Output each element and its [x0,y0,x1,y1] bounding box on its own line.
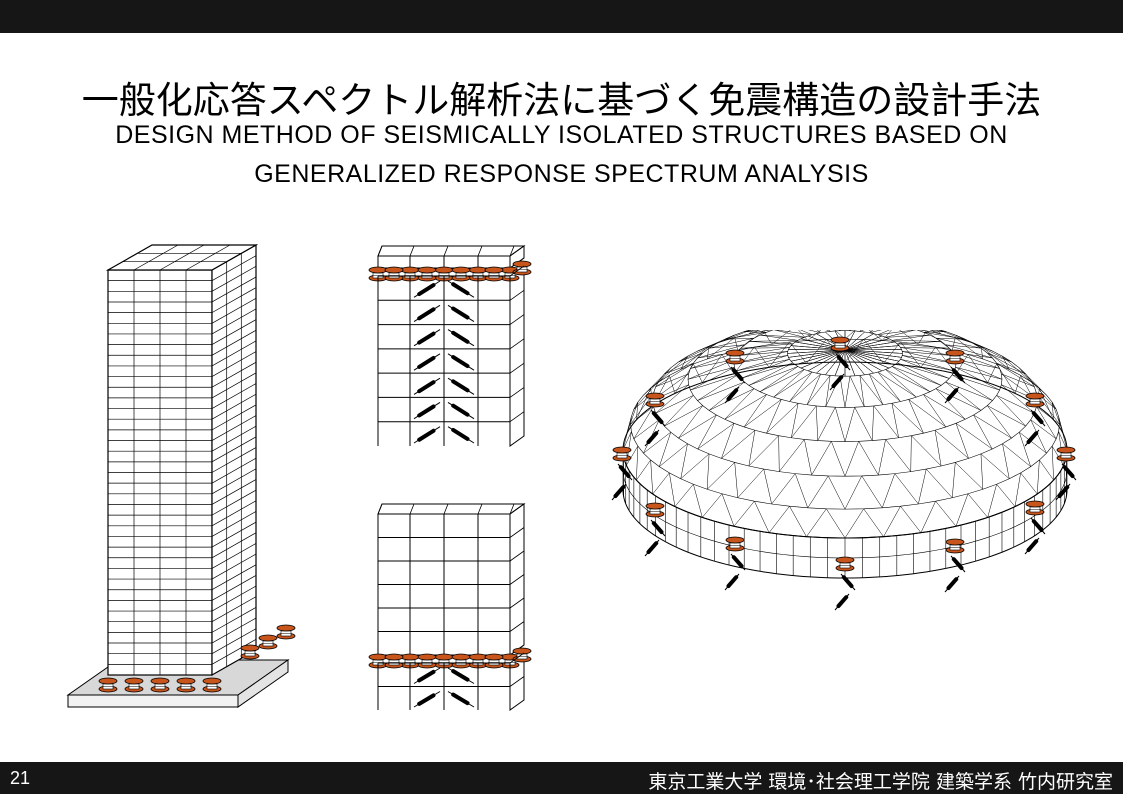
isolated-lattice-dome-icon [611,330,1077,611]
page-number: 21 [10,768,31,788]
slide-title-japanese: 一般化応答スペクトル解析法に基づく免震構造の設計手法 [81,79,1042,122]
isolated-high-rise-tower-icon [66,243,296,708]
slide-title-english-line2: GENERALIZED RESPONSE SPECTRUM ANALYSIS [254,160,869,188]
slide-title-english-line1: DESIGN METHOD OF SEISMICALLY ISOLATED ST… [115,121,1008,149]
base-isolated-frame-icon [368,503,532,711]
top-bar [0,0,1123,33]
bottom-bar: 21 東京工業大学 環境･社会理工学院 建築学系 竹内研究室 [0,762,1123,794]
lab-affiliation: 東京工業大学 環境･社会理工学院 建築学系 竹内研究室 [648,771,1113,793]
mid-story-isolated-frame-icon [368,245,532,447]
